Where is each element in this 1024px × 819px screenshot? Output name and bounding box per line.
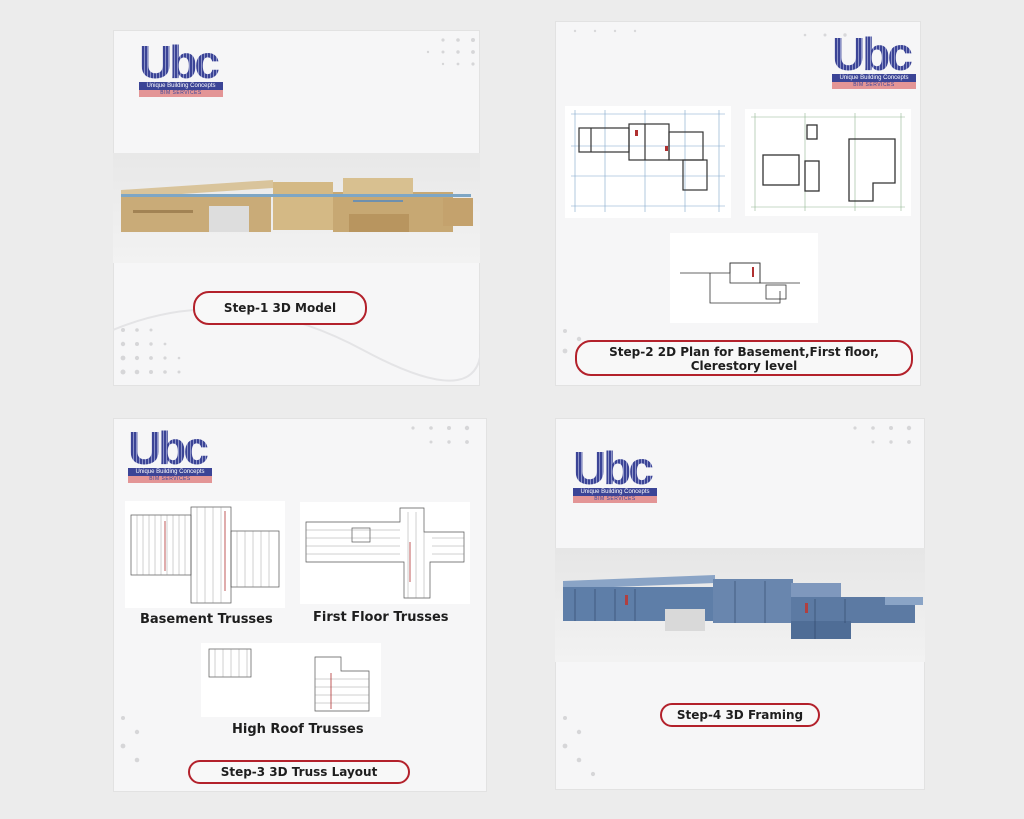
basement-trusses-caption: Basement Trusses — [140, 612, 273, 627]
ubc-logo: Ubc Unique Building Concepts BIM SERVICE… — [128, 425, 212, 483]
ubc-logo: Ubc Unique Building Concepts BIM SERVICE… — [139, 39, 223, 97]
logo-mark: Ubc — [573, 445, 657, 491]
step-2-label-line-1: Step-2 2D Plan for Basement,First floor, — [609, 345, 879, 359]
logo-tagline: BIM SERVICES — [139, 90, 223, 97]
basement-plan-drawing — [565, 106, 731, 218]
step-1-panel: Ubc Unique Building Concepts BIM SERVICE… — [113, 30, 480, 386]
logo-mark: Ubc — [139, 39, 223, 85]
logo-company-name: Unique Building Concepts — [832, 74, 916, 82]
step-3-label: Step-3 3D Truss Layout — [188, 760, 410, 784]
first-floor-plan-drawing — [745, 109, 911, 216]
logo-company-name: Unique Building Concepts — [573, 488, 657, 496]
first-floor-trusses-caption: First Floor Trusses — [313, 610, 449, 625]
logo-mark: Ubc — [128, 425, 212, 471]
logo-company-name: Unique Building Concepts — [128, 468, 212, 476]
ubc-logo: Ubc Unique Building Concepts BIM SERVICE… — [573, 445, 657, 503]
step-1-label: Step-1 3D Model — [193, 291, 367, 325]
logo-mark: Ubc — [832, 31, 916, 77]
basement-trusses-drawing — [125, 501, 285, 608]
step-2-label: Step-2 2D Plan for Basement,First floor,… — [575, 340, 913, 376]
logo-tagline: BIM SERVICES — [573, 496, 657, 503]
step-2-panel: Ubc Unique Building Concepts BIM SERVICE… — [555, 21, 921, 386]
high-roof-trusses-caption: High Roof Trusses — [232, 722, 364, 737]
logo-tagline: BIM SERVICES — [832, 82, 916, 89]
3d-framing-render — [563, 575, 923, 639]
step-2-label-line-2: Clerestory level — [690, 359, 798, 373]
logo-company-name: Unique Building Concepts — [139, 82, 223, 90]
logo-tagline: BIM SERVICES — [128, 476, 212, 483]
ubc-logo: Ubc Unique Building Concepts BIM SERVICE… — [832, 31, 916, 89]
first-floor-trusses-drawing — [300, 502, 470, 604]
step-3-panel: Ubc Unique Building Concepts BIM SERVICE… — [113, 418, 487, 792]
step-4-label: Step-4 3D Framing — [660, 703, 820, 727]
high-roof-trusses-drawing — [201, 643, 381, 717]
3d-model-render — [121, 178, 473, 232]
step-4-panel: Ubc Unique Building Concepts BIM SERVICE… — [555, 418, 925, 790]
clerestory-plan-drawing — [670, 233, 818, 323]
